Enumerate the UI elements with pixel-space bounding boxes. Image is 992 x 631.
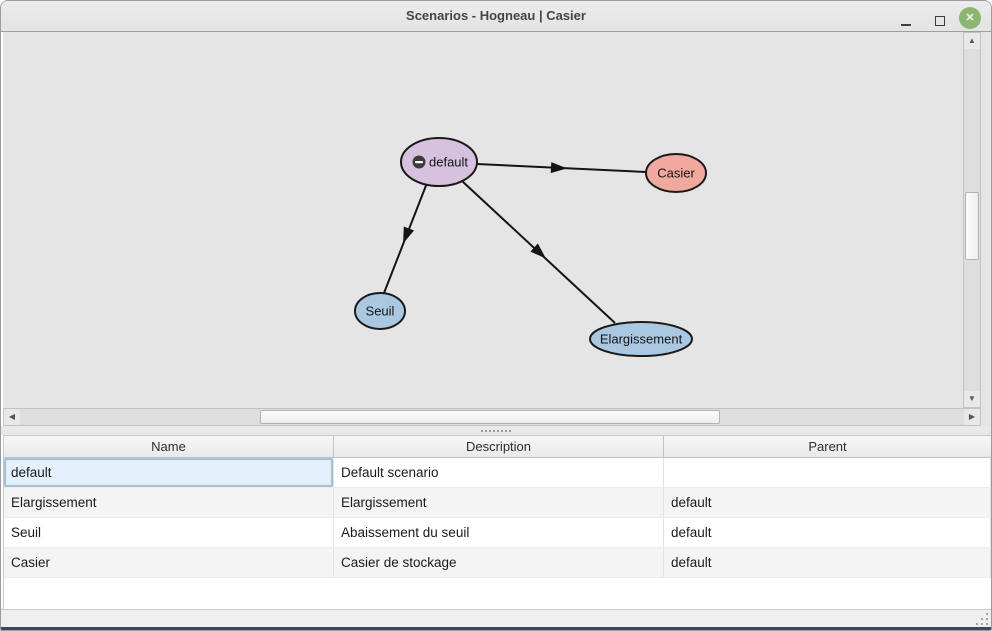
- panel-splitter[interactable]: [1, 426, 991, 435]
- resize-grip-icon[interactable]: [976, 613, 988, 625]
- cell-parent[interactable]: default: [664, 518, 991, 547]
- scroll-right-icon[interactable]: ▶: [964, 409, 980, 425]
- minus-icon-bar: [415, 161, 423, 164]
- maximize-button[interactable]: [927, 1, 953, 31]
- column-header-parent[interactable]: Parent: [808, 439, 847, 454]
- graph-node-default[interactable]: default: [400, 137, 478, 187]
- scenario-graph: default Casier Seuil Elargissement: [354, 137, 707, 357]
- titlebar[interactable]: Scenarios - Hogneau | Casier ✕: [1, 1, 991, 32]
- cell-description[interactable]: Abaissement du seuil: [334, 518, 664, 547]
- scroll-left-icon[interactable]: ◀: [4, 409, 20, 425]
- graph-node-elargissement[interactable]: Elargissement: [589, 321, 693, 357]
- cell-name[interactable]: Casier: [4, 548, 334, 577]
- vertical-scrollbar[interactable]: ▲ ▼: [963, 32, 981, 408]
- column-header-name[interactable]: Name: [4, 436, 334, 457]
- table-row[interactable]: Seuil Abaissement du seuil default: [4, 518, 991, 548]
- horizontal-scrollbar-thumb[interactable]: [260, 410, 720, 424]
- cell-name[interactable]: Seuil: [4, 518, 334, 547]
- horizontal-scrollbar[interactable]: ◀ ▶: [3, 408, 981, 426]
- graph-node-casier[interactable]: Casier: [645, 153, 707, 193]
- graph-node-label: Casier: [657, 166, 695, 181]
- scenario-graph-panel: default Casier Seuil Elargissement: [3, 32, 991, 426]
- status-strip: [1, 609, 991, 627]
- graph-node-label: default: [429, 155, 468, 170]
- vertical-scrollbar-thumb[interactable]: [965, 192, 979, 260]
- bottom-edge-bar: [1, 627, 991, 630]
- scroll-up-icon[interactable]: ▲: [964, 33, 980, 49]
- cell-parent[interactable]: default: [664, 488, 991, 517]
- graph-node-seuil[interactable]: Seuil: [354, 292, 406, 330]
- cell-description[interactable]: Elargissement: [334, 488, 664, 517]
- scenario-table: Name Description Parent default Default …: [3, 435, 991, 609]
- close-icon: ✕: [959, 7, 981, 29]
- cell-name[interactable]: Elargissement: [4, 488, 334, 517]
- graph-edge-default-elargissement: [461, 180, 616, 324]
- table-row[interactable]: Elargissement Elargissement default: [4, 488, 991, 518]
- window-title: Scenarios - Hogneau | Casier: [406, 8, 586, 23]
- scenario-graph-canvas[interactable]: default Casier Seuil Elargissement: [3, 32, 963, 408]
- arrowhead-icon: [550, 162, 567, 174]
- column-header-description[interactable]: Description: [334, 436, 664, 457]
- cell-parent[interactable]: [664, 458, 991, 487]
- table-header: Name Description Parent: [4, 435, 991, 458]
- graph-node-label: Seuil: [366, 304, 395, 319]
- minimize-icon: [901, 23, 911, 26]
- cell-description[interactable]: Default scenario: [334, 458, 664, 487]
- arrowhead-icon: [530, 243, 546, 259]
- minimize-button[interactable]: [893, 1, 919, 31]
- cell-parent[interactable]: default: [664, 548, 991, 577]
- graph-edge-default-casier: [476, 162, 647, 174]
- table-row[interactable]: default Default scenario: [4, 458, 991, 488]
- graph-node-label: Elargissement: [600, 332, 683, 347]
- scroll-down-icon[interactable]: ▼: [964, 391, 980, 407]
- cell-name-selected[interactable]: default: [4, 458, 334, 487]
- close-button[interactable]: ✕: [955, 1, 985, 31]
- arrowhead-icon: [403, 226, 415, 244]
- graph-edge-default-seuil: [383, 182, 428, 294]
- splitter-grip-icon: [481, 429, 511, 432]
- cell-description[interactable]: Casier de stockage: [334, 548, 664, 577]
- maximize-icon: [935, 16, 945, 26]
- table-row[interactable]: Casier Casier de stockage default: [4, 548, 991, 578]
